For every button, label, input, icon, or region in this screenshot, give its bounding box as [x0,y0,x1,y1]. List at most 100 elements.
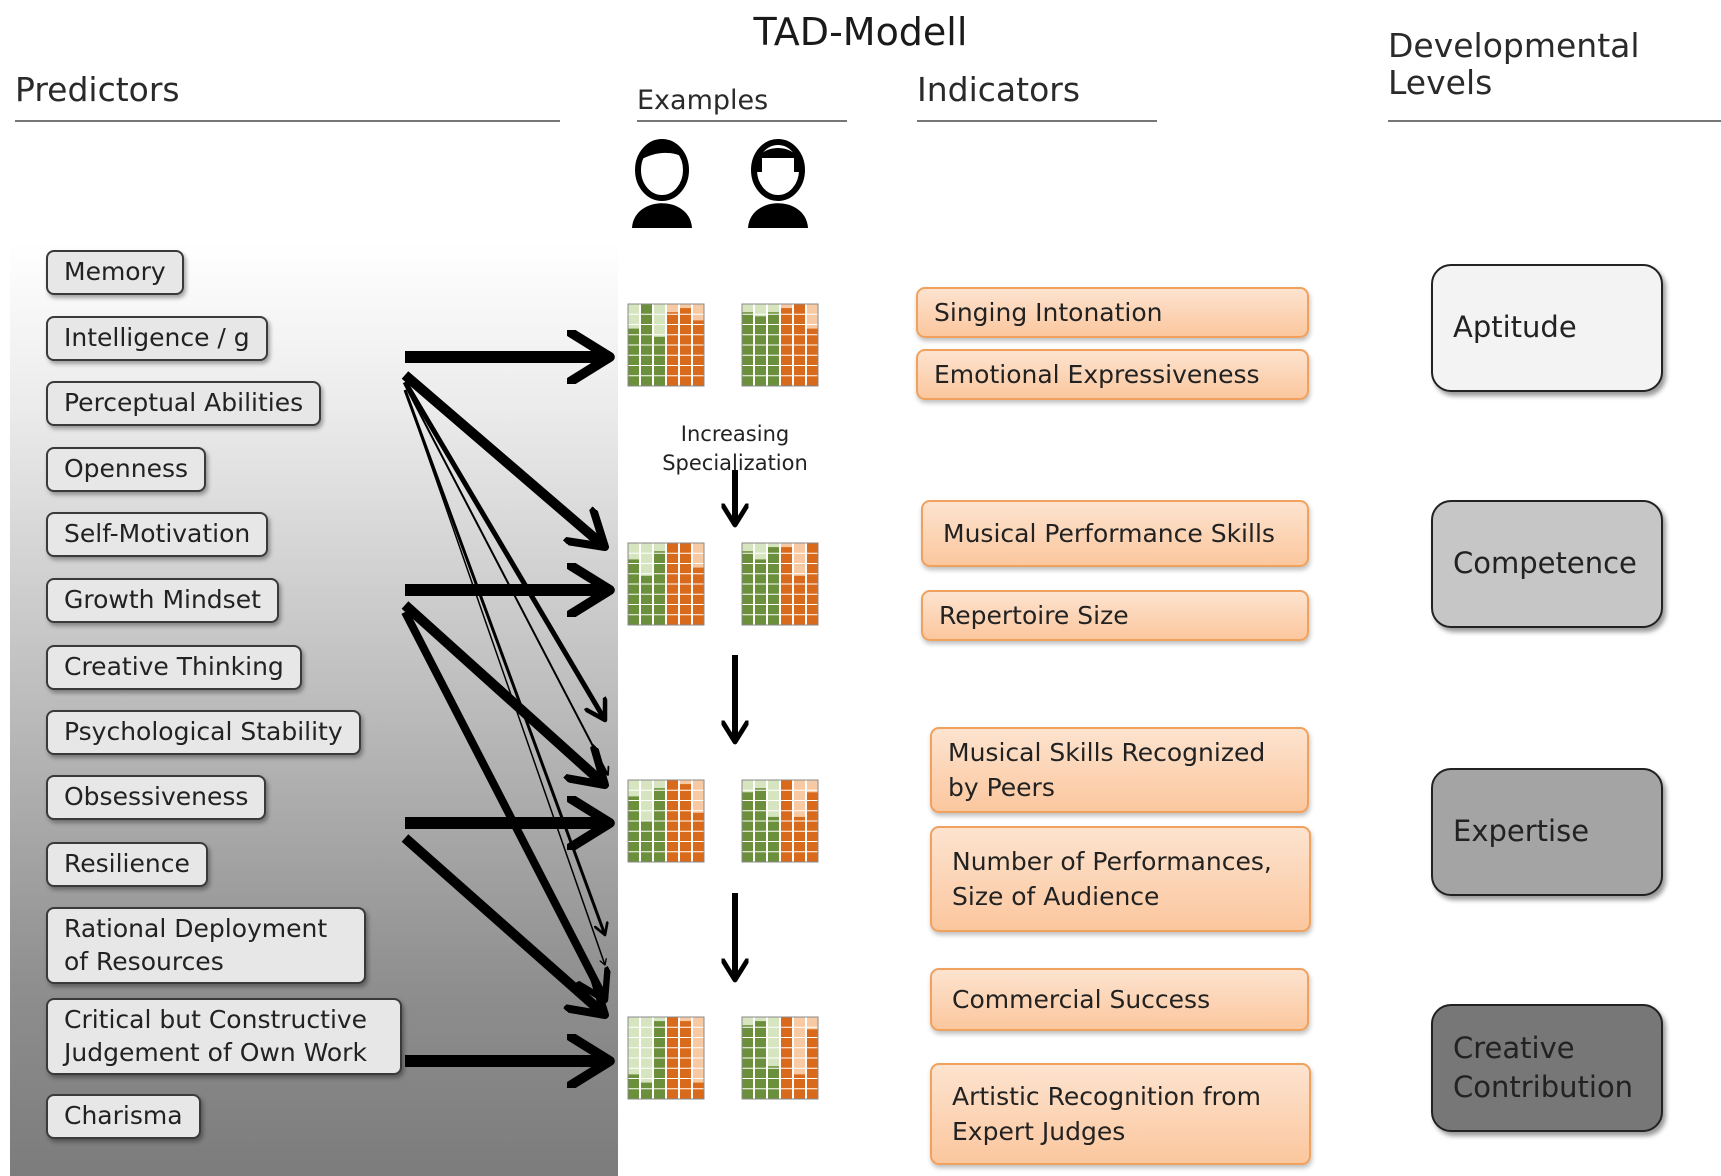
profile-chart [627,1016,706,1100]
predictors-header: Predictors [15,70,180,109]
profile-chart [627,542,706,626]
profile-bar [768,312,779,386]
profile-bar [807,328,818,386]
profile-bar [628,1074,639,1099]
profile-bar [755,788,766,862]
profile-chart [741,303,820,387]
profile-chart [741,1016,820,1100]
examples-header: Examples [637,85,769,116]
profile-bar [641,1082,652,1099]
examples-header-rule [637,120,847,122]
arrow-intelligence-expertise [402,380,605,720]
indicator-performances-audience: Number of Performances, Size of Audience [930,826,1311,932]
levels-header-rule [1388,120,1721,122]
indicators-header-rule [917,120,1157,122]
arrow-growth-creative [401,610,605,1000]
profile-frame [741,1016,819,1100]
profile-bar [742,1025,753,1099]
profile-bar [628,559,639,625]
level-competence: Competence [1431,500,1663,628]
specialization-label: Increasing Specialization [662,422,808,476]
profile-chart [627,303,706,387]
profile-bar [781,547,792,625]
predictor-intelligence: Intelligence / g [46,316,268,361]
profile-charts [627,303,820,1100]
predictor-openness: Openness [46,447,207,492]
profile-frame [627,1016,705,1100]
profile-bar [693,1082,704,1099]
predictor-rational-deployment: Rational Deployment of Resources [46,907,366,984]
profile-bar [781,308,792,386]
profile-bar [654,1021,665,1099]
profile-chart [627,779,706,863]
arrow-thin-2 [404,389,605,965]
profile-bar [794,575,805,625]
profile-bar [807,792,818,862]
level-expertise: Expertise [1431,768,1663,896]
indicator-emotional-expressiveness: Emotional Expressiveness [916,349,1309,400]
predictor-self-motivation: Self-Motivation [46,512,269,557]
arrow-obsessiveness-creative [401,834,605,1015]
profile-bar [693,567,704,625]
profile-bar [680,308,691,386]
profile-bar [742,312,753,386]
profile-chart [741,542,820,626]
indicator-singing-intonation: Singing Intonation [916,287,1309,338]
profile-bar [680,1021,691,1099]
predictor-perceptual-abilities: Perceptual Abilities [46,381,322,426]
indicator-expert-recognition: Artistic Recognition from Expert Judges [930,1063,1311,1165]
profile-bar [755,316,766,386]
profile-bar [794,1074,805,1099]
profile-frame [627,303,705,387]
predictor-resilience: Resilience [46,842,208,887]
arrow-intelligence-competence [401,371,605,547]
indicator-repertoire-size: Repertoire Size [921,590,1309,641]
profile-bar [654,551,665,625]
arrow-thin-1 [404,384,608,775]
level-creative-contribution: Creative Contribution [1431,1004,1663,1132]
profile-frame [741,779,819,863]
predictor-obsessiveness: Obsessiveness [46,775,267,820]
diagram-title: TAD-Modell [753,10,968,54]
indicator-performance-skills: Musical Performance Skills [921,500,1309,567]
profile-bar [667,312,678,386]
profile-frame [741,303,819,387]
indicator-commercial-success: Commercial Success [930,968,1309,1031]
predictor-psychological-stability: Psychological Stability [46,710,361,755]
level-aptitude: Aptitude [1431,264,1663,392]
predictors-header-rule [15,120,560,122]
profile-bar [755,1021,766,1099]
profile-frame [741,542,819,626]
profile-chart [741,779,820,863]
profile-bar [641,575,652,625]
profile-bar [742,551,753,625]
profile-bar [654,788,665,862]
profile-bar [742,792,753,862]
profile-bar [794,816,805,862]
profile-bar [654,336,665,386]
profile-bar [768,816,779,862]
profile-frame [627,542,705,626]
profile-bar [693,812,704,862]
profile-bar [628,796,639,862]
predictor-creative-thinking: Creative Thinking [46,645,302,690]
profile-bar [693,320,704,386]
person-woman-icon [632,139,692,228]
predictor-charisma: Charisma [46,1094,201,1139]
profile-bar [768,1066,779,1099]
levels-header: Developmental Levels [1388,26,1640,102]
profile-bar [680,784,691,862]
profile-bar [807,1029,818,1099]
arrow-growth-expertise [401,601,605,785]
profile-frame [627,779,705,863]
indicator-recognized-by-peers: Musical Skills Recognized by Peers [930,727,1309,813]
person-woman-bob-icon [748,139,808,228]
profile-bar [768,547,779,625]
predictor-critical-judgement: Critical but Constructive Judgement of O… [46,998,402,1075]
profile-bar [628,328,639,386]
predictor-memory: Memory [46,250,184,295]
indicators-header: Indicators [917,70,1081,109]
predictor-growth-mindset: Growth Mindset [46,578,279,623]
profile-bar [755,559,766,625]
